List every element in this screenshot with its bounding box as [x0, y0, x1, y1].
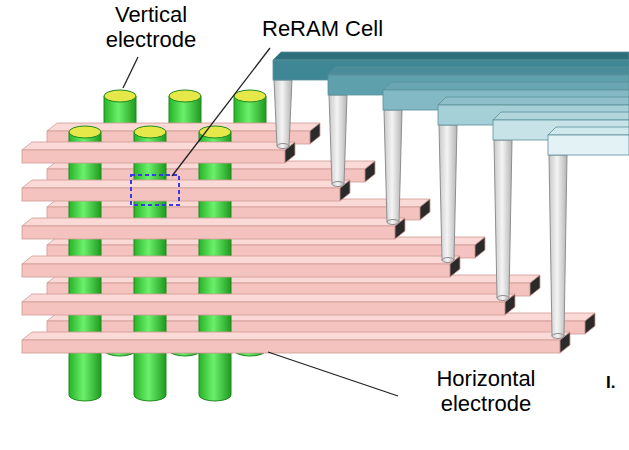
top-bar: [273, 52, 629, 155]
part-label: Vertical electrode: [92, 2, 210, 52]
part-label: ReRAM Cell: [262, 16, 383, 41]
cell-marker: [131, 175, 179, 205]
part-label: Horizontal electrode: [403, 366, 569, 416]
leader-line: [123, 48, 398, 396]
figure-mark: I.: [606, 370, 615, 395]
horizontal-electrode-front: [22, 142, 570, 353]
